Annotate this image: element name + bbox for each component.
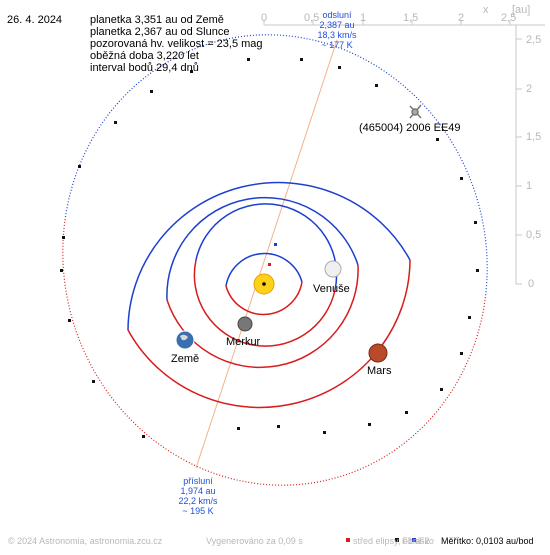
perihelion-temperature: ~ 195 K (182, 506, 214, 516)
mars-orbit-below (127, 259, 411, 409)
ellipse-center-marker (268, 263, 271, 266)
unit-label: [au] (512, 4, 531, 16)
x-tick-5: 2,5 (501, 12, 517, 24)
asteroid-orbit-above (64, 34, 488, 301)
perihelion-distance: 1,974 au (180, 486, 216, 496)
sun-center-marker (262, 282, 266, 286)
aphelion-distance: 2,387 au (319, 20, 355, 30)
legend-f2-label: F2 (419, 536, 430, 546)
legend-f1-marker (395, 538, 399, 542)
y-tick-0: 2,5 (526, 34, 542, 46)
focus-f2-marker (274, 243, 277, 246)
mercury-globe (237, 316, 253, 332)
scale-label: Měřítko: 0,0103 au/bod (441, 536, 534, 546)
y-tick-5: 0 (528, 278, 535, 290)
x-tick-4: 2 (458, 12, 465, 24)
x-tick-0: 0 (261, 12, 268, 24)
y-axis (515, 25, 522, 285)
venus-orbit-below (193, 259, 336, 347)
x-axis-label: x (483, 4, 489, 16)
x-tick-1: 0,5 (304, 12, 320, 24)
asteroid-interval-points (60, 58, 479, 438)
generated-time: Vygenerováno za 0,09 s (206, 536, 303, 546)
y-tick-2: 1,5 (526, 131, 542, 143)
mars-orbit-above (127, 181, 411, 331)
earth-orbit-above (166, 196, 359, 301)
asteroid-marker (409, 104, 422, 119)
info-line-5: interval bodů 29,4 dnů (90, 62, 199, 74)
legend-center-marker (346, 538, 350, 542)
legend-f1-label: F1 a (402, 536, 421, 546)
venus-label: Venuše (313, 283, 350, 295)
info-line-4: oběžná doba 3,220 let (90, 50, 199, 62)
mercury-orbit-above (225, 252, 303, 287)
earth-label: Země (171, 353, 200, 365)
y-tick-4: 0,5 (526, 229, 542, 241)
legend-f2-marker (412, 538, 416, 542)
mercury-orbit-below (225, 281, 303, 316)
y-tick-1: 2 (526, 83, 533, 95)
info-line-3: pozorovaná hv. velikost = 23,5 mag (90, 38, 263, 50)
aphelion-temperature: ~ 177 K (321, 40, 353, 50)
x-axis (263, 20, 545, 26)
earth-land (180, 334, 188, 341)
mars-globe (368, 343, 388, 363)
aphelion-speed: 18,3 km/s (317, 30, 357, 40)
mercury-label: Merkur (226, 336, 261, 348)
info-line-2: planetka 2,367 au od Slunce (90, 26, 230, 38)
venus-globe (324, 260, 342, 278)
perihelion-speed: 22,2 km/s (178, 496, 218, 506)
aphelion-title: odsluní (322, 10, 352, 20)
perihelion-info: přísluní 1,974 au 22,2 km/s ~ 195 K (166, 476, 230, 516)
legend-center-label: střed elipsy, ohnisko (353, 536, 434, 546)
aphelion-info: odsluní 2,387 au 18,3 km/s ~ 177 K (305, 10, 369, 50)
x-tick-2: 1 (360, 12, 367, 24)
venus-orbit-above (195, 203, 338, 291)
date-label: 26. 4. 2024 (7, 14, 63, 26)
info-line-1: planetka 3,351 au od Země (90, 14, 224, 26)
x-tick-3: 1,5 (403, 12, 419, 24)
asteroid-label: (465004) 2006 EE49 (359, 122, 461, 134)
perihelion-title: přísluní (183, 476, 213, 486)
mars-label: Mars (367, 365, 392, 377)
copyright-text: © 2024 Astronomia, astronomia.zcu.cz (8, 536, 163, 546)
y-tick-3: 1 (526, 180, 533, 192)
asteroid-orbit-below (62, 219, 486, 486)
earth-globe (175, 330, 195, 350)
